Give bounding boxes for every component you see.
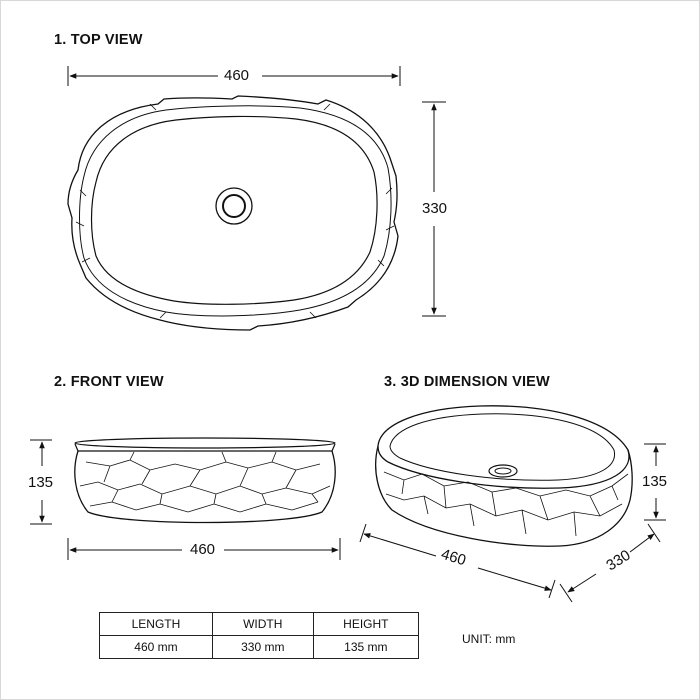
drain-outer-ring [215,187,253,225]
iso-view-basin [375,405,633,547]
unit-label: UNIT: mm [462,632,516,646]
front-view-length-dimension [67,538,341,560]
dimensions-table: LENGTH WIDTH HEIGHT 460 mm 330 mm 135 mm [99,612,420,659]
table-row: 460 mm 330 mm 135 mm [99,635,420,659]
iso-view-width-dimension [559,523,661,603]
iso-view-rim-outer [377,405,630,489]
top-view-length-label: 460 [224,67,250,84]
top-view-bowl-edge [90,115,378,305]
top-view-basin [67,95,399,331]
front-view-title: 2. FRONT VIEW [54,374,164,390]
iso-view-rock-texture [383,471,629,537]
iso-view-drain [488,464,518,478]
top-view-title: 1. TOP VIEW [54,32,143,48]
table-cell-height: 135 mm [312,635,420,659]
front-view-body-outline [74,450,336,524]
table-header-length: LENGTH [99,612,213,636]
table-header-width: WIDTH [211,612,314,636]
iso-view-title: 3. 3D DIMENSION VIEW [384,374,550,390]
table-row: LENGTH WIDTH HEIGHT [99,612,420,636]
top-view-chip-marks [75,103,395,319]
iso-view-length-dimension [359,523,556,599]
iso-view-body-outline [375,445,633,547]
iso-view-height-label: 135 [642,473,668,490]
front-view-rim-band [74,443,336,452]
table-header-height: HEIGHT [312,612,420,636]
top-view-width-label: 330 [422,200,448,217]
iso-view-rim-inner [389,413,616,481]
front-view-height-label: 135 [28,474,54,491]
iso-view-drain-inner [494,467,512,475]
iso-view-height-dimension [644,443,666,521]
table-cell-width: 330 mm [211,635,314,659]
drain-inner-ring [222,194,246,218]
front-view-height-dimension [30,439,52,525]
top-view-rim-inner-edge [79,105,392,317]
top-view-rough-rim [67,95,399,331]
front-view-basin [74,437,336,524]
table-cell-length: 460 mm [99,635,213,659]
top-view-length-dimension [67,66,401,86]
front-view-rim-top [74,437,336,449]
front-view-length-label: 460 [190,541,216,558]
top-view-width-dimension [422,101,446,317]
front-view-rock-texture [79,451,331,513]
